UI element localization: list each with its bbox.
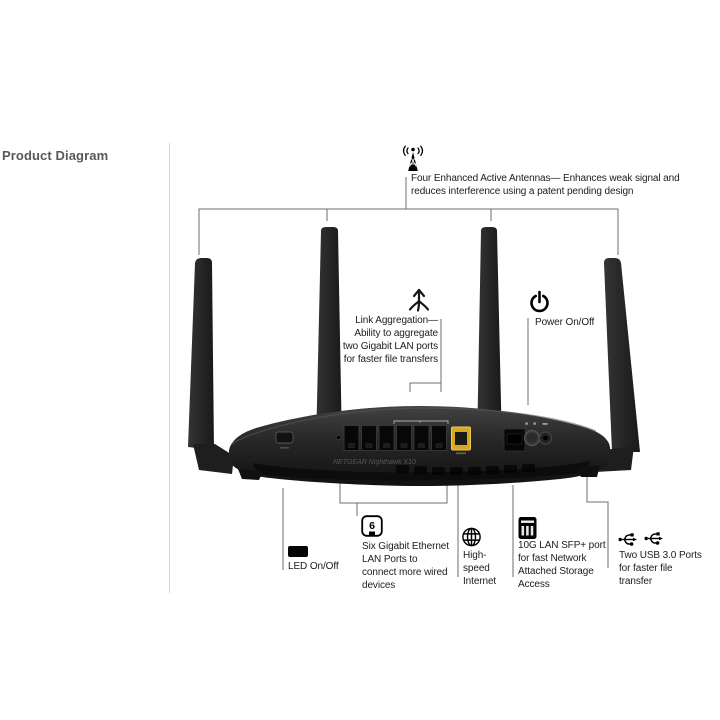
- callout-usb-text: Two USB 3.0 Ports for faster file transf…: [619, 550, 702, 587]
- router-lan-ports: [343, 425, 447, 451]
- callout-internet-text: High- speed Internet: [463, 550, 497, 587]
- usb-icon: [618, 529, 638, 548]
- usb-icon: [644, 528, 664, 547]
- callout-lan-ports-text: Six Gigabit Ethernet LAN Ports to connec…: [362, 541, 449, 591]
- router-dc-jack: [539, 423, 552, 445]
- page-title: Product Diagram: [2, 148, 109, 163]
- nas-storage-icon: [518, 516, 537, 540]
- router-power-button: [524, 422, 540, 446]
- callout-antennas-text: Four Enhanced Active Antennas— Enhances …: [411, 173, 680, 197]
- callout-power-text: Power On/Off: [535, 317, 595, 328]
- six-port-icon-digit: 6: [369, 520, 375, 532]
- router-sfp-port: [503, 428, 526, 452]
- router-rear-panel: [275, 420, 552, 455]
- callout-lines: [198, 177, 619, 577]
- led-indicator-icon: [288, 546, 308, 557]
- router-internet-port: [451, 426, 471, 455]
- router-usb-port: [275, 431, 294, 444]
- globe-icon: [461, 526, 482, 548]
- section-divider: [169, 143, 170, 593]
- router-reset-button: [335, 434, 342, 441]
- six-port-icon: 6: [361, 515, 383, 537]
- router-brand-text: NETGEAR Nighthawk X10: [333, 459, 416, 466]
- callout-link-aggregation-text: Link Aggregation— Ability to aggregate t…: [342, 315, 438, 365]
- callout-led-text: LED On/Off: [288, 561, 339, 572]
- router-body: NETGEAR Nighthawk X10: [229, 406, 611, 486]
- power-icon: [529, 290, 550, 314]
- link-aggregation-icon: [405, 288, 433, 318]
- antenna-tower-icon: [401, 145, 425, 173]
- callout-sfp-text: 10G LAN SFP+ port for fast Network Attac…: [518, 540, 606, 590]
